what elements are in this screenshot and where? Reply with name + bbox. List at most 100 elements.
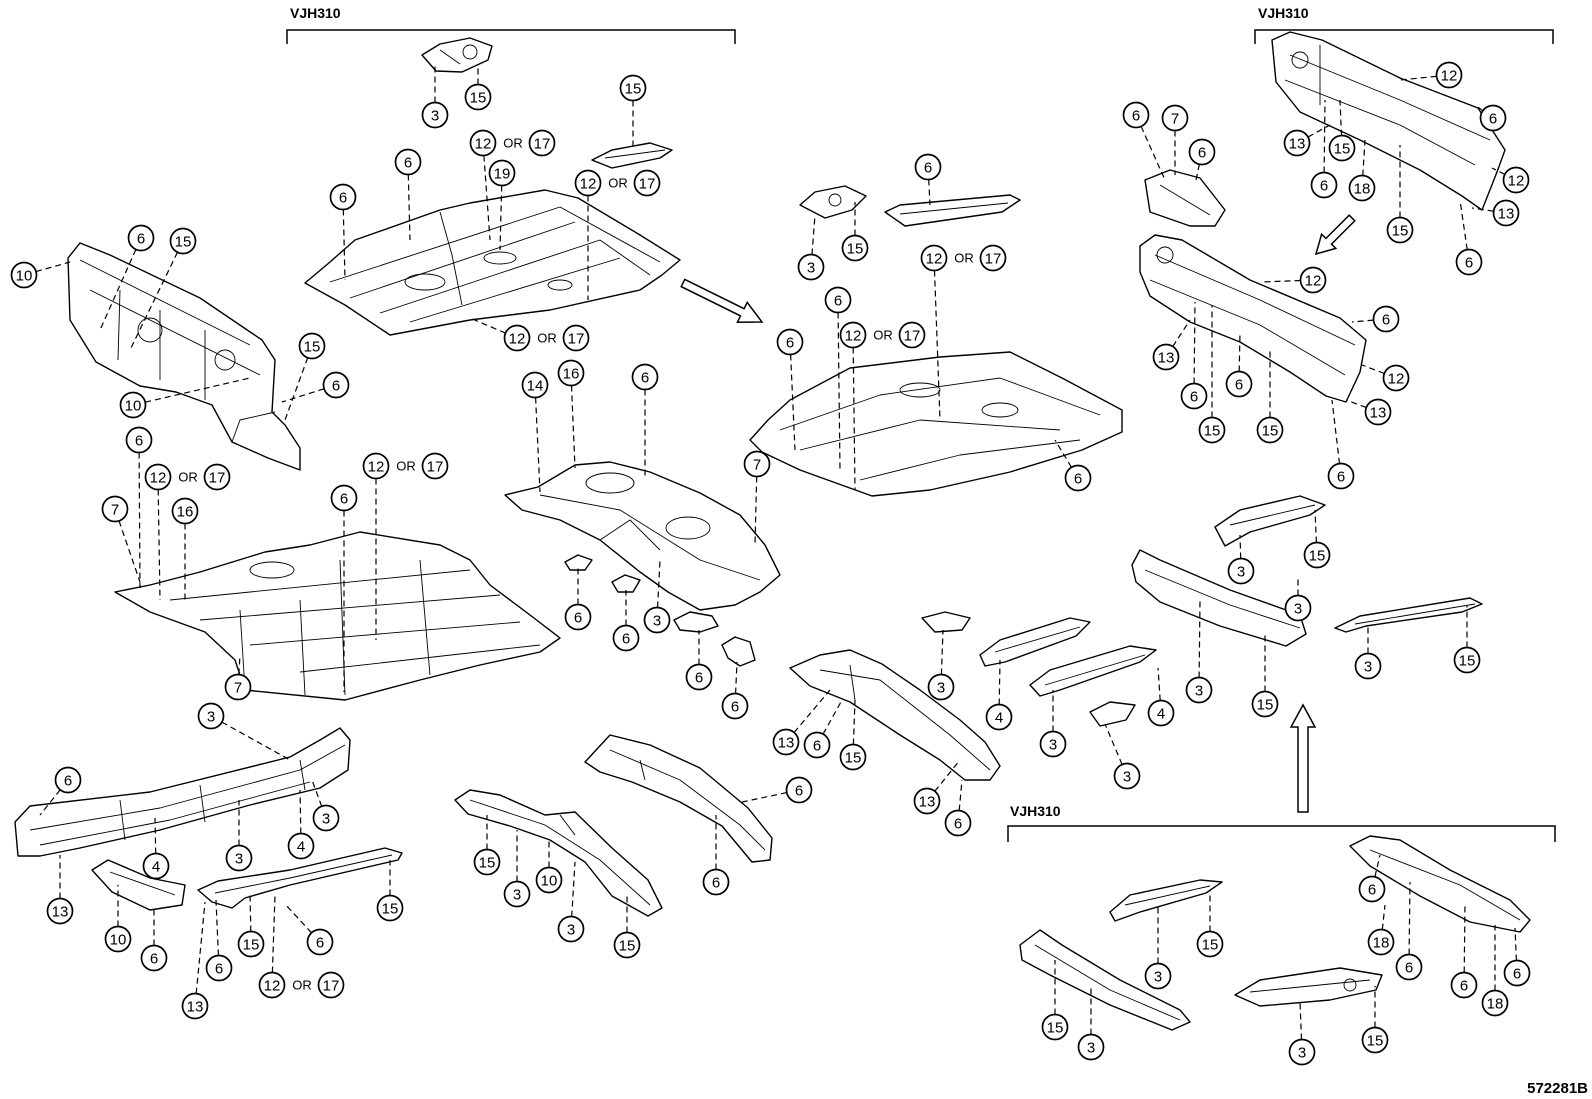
callout-circle [1328, 134, 1356, 162]
callout-circle [1284, 594, 1312, 622]
bracket-part [564, 554, 593, 571]
floor-side-member [1349, 835, 1531, 933]
callout-number: 6 [574, 609, 582, 626]
callout-number: 3 [567, 921, 575, 938]
callout-number: 6 [924, 159, 932, 176]
leader-line [215, 899, 219, 956]
rear-floor-panel [114, 531, 561, 701]
callout: 6 [394, 148, 422, 176]
leader-line [933, 270, 941, 421]
callout-number: 15 [175, 233, 192, 250]
leader-line [754, 476, 758, 546]
callout-number: 6 [1405, 959, 1413, 976]
callout: 12 [503, 324, 531, 352]
leader-line [811, 214, 816, 255]
callout-circle [979, 244, 1007, 272]
callout-number: 3 [1154, 968, 1162, 985]
leader-line [934, 759, 961, 792]
callout: 10 [535, 866, 563, 894]
callout-number: 3 [207, 708, 215, 725]
leader-line [1299, 1001, 1303, 1040]
bracket-part [91, 859, 186, 911]
callout-number: 10 [125, 397, 142, 414]
leader-line [1323, 99, 1326, 173]
leader-line [195, 901, 206, 994]
leader-line [1054, 439, 1073, 468]
callout-number: 12 [475, 135, 492, 152]
callout: 6 [1122, 101, 1150, 129]
callout-number: 12 [1305, 272, 1322, 289]
callout-circle [927, 673, 955, 701]
callout: 12 [1502, 166, 1530, 194]
leader-line [928, 179, 931, 206]
callout-number: 10 [16, 267, 33, 284]
callout-circle [225, 844, 253, 872]
callout-circle [785, 776, 813, 804]
parts-layer [14, 31, 1531, 1031]
callout: 13 [1492, 199, 1520, 227]
callout-number: 6 [404, 154, 412, 171]
callout-number: 15 [619, 937, 636, 954]
callout-number: 3 [1294, 600, 1302, 617]
callout-circle [574, 169, 602, 197]
callout-circle [1481, 989, 1509, 1017]
callout-circle [685, 663, 713, 691]
leader-line [1339, 99, 1343, 136]
callout: 3 [1288, 1038, 1316, 1066]
callout: 12 [258, 971, 286, 999]
leader-line [483, 155, 491, 241]
callout-number: 3 [1364, 658, 1372, 675]
leader-line [311, 779, 323, 807]
callout-number: 4 [995, 709, 1003, 726]
callout: 13 [913, 787, 941, 815]
callout-circle [140, 944, 168, 972]
callout-number: 7 [234, 679, 242, 696]
dash-cross-panel [1271, 31, 1506, 211]
callout: 3 [225, 844, 253, 872]
callout-circle [1502, 166, 1530, 194]
callout-number: 18 [1354, 180, 1371, 197]
bracket-part [721, 636, 756, 667]
callout: 4 [287, 832, 315, 860]
callout-number: 6 [137, 230, 145, 247]
callout: 6 [1064, 464, 1092, 492]
callout-number: 15 [382, 900, 399, 917]
callout-number: 6 [1235, 376, 1243, 393]
callout: 16 [171, 497, 199, 525]
callout-circle [612, 624, 640, 652]
leader-line [1193, 301, 1196, 384]
callout: 17 [421, 452, 449, 480]
callout-circle [743, 450, 771, 478]
callout-number: 6 [1489, 110, 1497, 127]
callout-number: 13 [1498, 205, 1515, 222]
leader-line [154, 817, 157, 854]
callout-number: 12 [1441, 67, 1458, 84]
callout-circle [125, 426, 153, 454]
model-bracket-right-bottom [1007, 825, 1556, 842]
callout: 15 [1041, 1013, 1069, 1041]
callout-number: 17 [985, 250, 1002, 267]
leader-line [1361, 364, 1385, 375]
callout: 15 [841, 234, 869, 262]
callout-number: 6 [150, 950, 158, 967]
callout-circle [1372, 305, 1400, 333]
callout: 6 [1225, 370, 1253, 398]
callout: 6 [306, 928, 334, 956]
callout-circle [557, 359, 585, 387]
leader-line [1345, 399, 1367, 409]
callout-number: 15 [1047, 1019, 1064, 1036]
callout-circle [797, 253, 825, 281]
callout-circle [721, 692, 749, 720]
callout: 6 [914, 153, 942, 181]
callout-circle [394, 148, 422, 176]
callout-circle [1288, 1038, 1316, 1066]
leader-line [1514, 927, 1517, 961]
callout: 3 [797, 253, 825, 281]
callout: 4 [1147, 699, 1175, 727]
callout-circle [898, 321, 926, 349]
callout-number: 15 [1204, 422, 1221, 439]
callout: 15 [1328, 134, 1356, 162]
